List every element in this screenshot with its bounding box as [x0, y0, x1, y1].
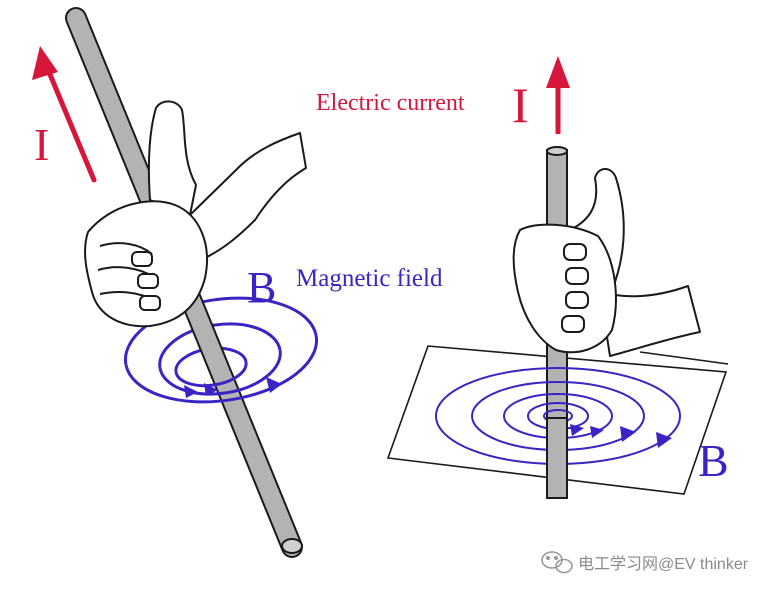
right-current-arrow-icon	[546, 56, 570, 134]
left-current-symbol: I	[34, 119, 49, 170]
watermark-text: 电工学习网@EV thinker	[578, 555, 749, 573]
right-right-hand-icon	[512, 168, 701, 357]
left-field-symbol: B	[247, 263, 276, 312]
right-current-caption: Electric current	[316, 90, 465, 116]
left-figure: I	[32, 7, 443, 558]
right-field-arrow-icon	[570, 424, 672, 448]
left-field-arrow-icon	[184, 377, 282, 398]
right-figure: Electric current I	[316, 56, 729, 499]
right-field-symbol: B	[698, 435, 729, 486]
left-current-arrow-icon	[32, 46, 97, 183]
wechat-logo-icon	[541, 551, 573, 574]
right-current-symbol: I	[512, 77, 529, 133]
left-field-rings-front	[124, 334, 319, 404]
watermark: 电工学习网@EV thinker	[541, 551, 749, 574]
left-right-hand-icon	[84, 100, 307, 328]
left-field-caption: Magnetic field	[296, 265, 443, 292]
